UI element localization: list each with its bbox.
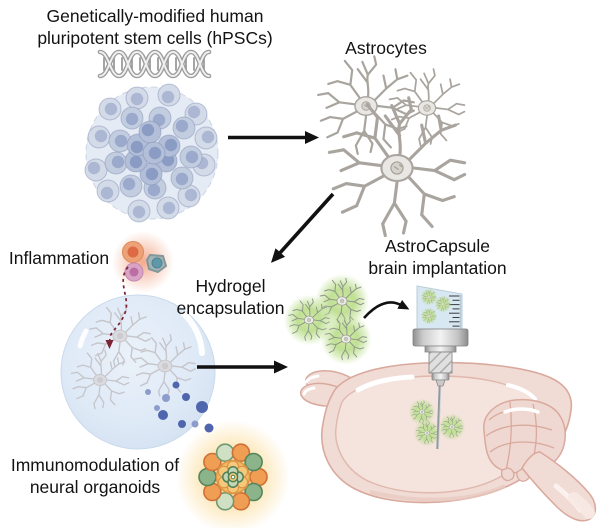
astrocapsule-label: AstroCapsule brain implantation [355,236,520,279]
hpsc-label-line1: Genetically-modified human [46,6,264,26]
inflammation-label: Inflammation [8,248,110,268]
syringe-hub [412,328,469,347]
immune-cells-icon [112,231,174,293]
needle [436,382,442,450]
neural-organoid-illustration [176,420,290,528]
arrow-astrocytes-to-hydrogel [270,192,335,263]
secreted-factors-dots [145,381,214,433]
hpsc-label: Genetically-modified human pluripotent s… [20,6,290,49]
sphere-highlights [77,301,205,356]
dna-icon [97,49,212,79]
brainstem [521,451,597,522]
hydrogel-label-line2: encapsulation [176,297,285,318]
astrocytes-illustration [317,55,467,238]
flow-arrows [197,131,335,374]
astrocapsule-label-line1: AstroCapsule [384,236,491,256]
astrocytes-label: Astrocytes [345,38,427,58]
hpsc-label-line2: pluripotent stem cells (hPSCs) [37,27,273,48]
inflammation-dashed-arrow [105,266,129,349]
syringe-illustration [412,285,469,450]
immunomodulation-label-line2: neural organoids [29,476,161,497]
hydrogel-sphere-illustration [60,294,216,450]
immunomodulation-label-line1: Immunomodulation of [10,455,180,475]
hydrogel-label: Hydrogel encapsulation [158,276,303,319]
astrocapsule-label-line2: brain implantation [368,257,507,278]
immunomodulation-label: Immunomodulation of neural organoids [0,455,190,498]
brain-illustration [299,361,597,522]
hydrogel-label-line1: Hydrogel [195,276,266,296]
arrow-capsules-to-syringe [363,299,410,319]
syringe-hatched-body [428,351,453,374]
hpsc-spheroid-illustration [84,83,219,223]
